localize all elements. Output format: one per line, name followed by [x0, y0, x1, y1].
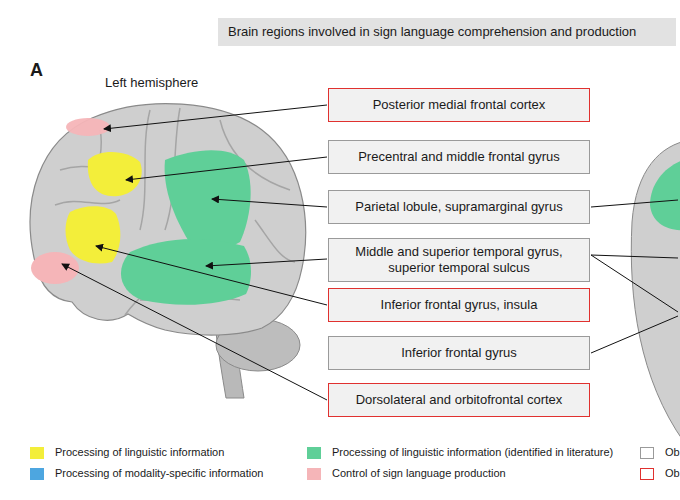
- region-name: Inferior frontal gyrus, insula: [381, 297, 538, 313]
- region-box: Precentral and middle frontal gyrus: [328, 140, 590, 174]
- region-box: Inferior frontal gyrus: [328, 336, 590, 370]
- legend-entry: Processing of linguistic information: [30, 446, 224, 459]
- legend-entry: Control of sign language production: [307, 467, 506, 480]
- legend-swatch: [30, 468, 44, 480]
- legend-text: Control of sign language production: [332, 467, 506, 480]
- legend-text: Ob: [665, 467, 680, 480]
- legend-entry: Processing of linguistic information (id…: [307, 446, 613, 459]
- region-name: Dorsolateral and orbitofrontal cortex: [356, 392, 563, 408]
- legend-entry: Ob: [640, 446, 680, 459]
- right-brain: [631, 140, 680, 442]
- legend-entry: Ob: [640, 467, 680, 480]
- left-brain: [30, 104, 305, 398]
- region-name: Precentral and middle frontal gyrus: [358, 149, 560, 165]
- region-box: Posterior medial frontal cortex: [328, 88, 590, 122]
- region-name: Parietal lobule, supramarginal gyrus: [355, 199, 562, 215]
- hemisphere-label: Left hemisphere: [105, 75, 198, 90]
- title-text: Brain regions involved in sign language …: [228, 24, 636, 39]
- panel-letter: A: [30, 60, 43, 81]
- legend-swatch: [640, 447, 654, 459]
- region-box: Middle and superior temporal gyrus, supe…: [328, 238, 590, 282]
- legend-text: Processing of linguistic information (id…: [332, 446, 613, 459]
- region-name: Posterior medial frontal cortex: [373, 97, 546, 113]
- legend-swatch: [307, 468, 321, 480]
- legend-swatch: [30, 447, 44, 459]
- region-name: Middle and superior temporal gyrus, supe…: [339, 244, 579, 276]
- region-box: Dorsolateral and orbitofrontal cortex: [328, 383, 590, 417]
- legend-swatch: [640, 468, 654, 480]
- legend-swatch: [307, 447, 321, 459]
- region-box: Parietal lobule, supramarginal gyrus: [328, 190, 590, 224]
- region-box: Inferior frontal gyrus, insula: [328, 288, 590, 322]
- leader-lines: [62, 105, 678, 400]
- legend-text: Ob: [665, 446, 680, 459]
- legend-entry: Processing of modality-specific informat…: [30, 467, 263, 480]
- legend-text: Processing of linguistic information: [55, 446, 224, 459]
- region-name: Inferior frontal gyrus: [401, 345, 517, 361]
- title-band: Brain regions involved in sign language …: [218, 18, 676, 46]
- legend-text: Processing of modality-specific informat…: [55, 467, 263, 480]
